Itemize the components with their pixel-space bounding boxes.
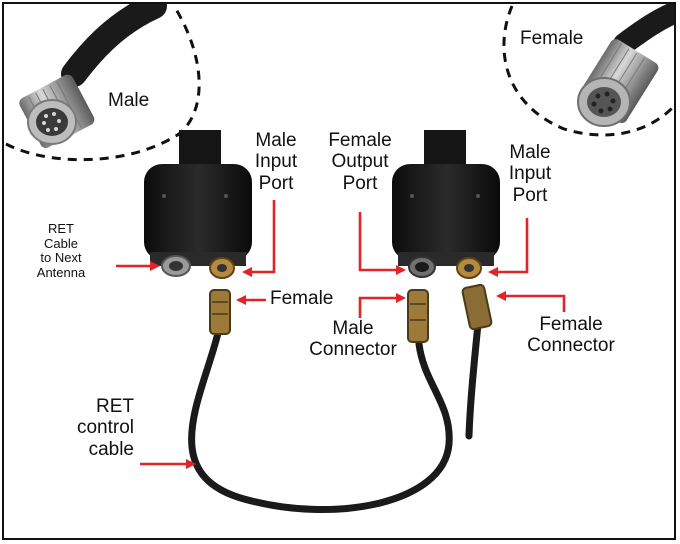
label-line: Male	[509, 142, 551, 163]
right-ret-unit	[392, 130, 500, 279]
female-inset-dashed-outline	[502, 5, 674, 137]
label-line: Female	[539, 314, 603, 335]
label-line: RET	[96, 396, 134, 417]
arrow-male-connector	[358, 293, 406, 318]
label-line: Input	[508, 163, 552, 185]
label-line: Female	[328, 130, 392, 151]
arrow-female-connector	[496, 291, 566, 312]
male-inset-dashed-outline	[5, 5, 201, 162]
red-arrows	[116, 200, 566, 469]
left-ret-unit	[144, 130, 252, 279]
arrow-left-male-input	[242, 200, 276, 277]
label-line: RET	[48, 221, 74, 236]
label-line: Connector	[527, 335, 615, 357]
next-cable	[461, 283, 493, 440]
right-male-input-port-label: Male Input Port	[500, 142, 560, 206]
female-connector-photo	[577, 4, 674, 127]
label-line: Cable	[44, 235, 78, 251]
label-line: Antenna	[36, 264, 86, 280]
female-inset-label: Female	[520, 28, 584, 49]
label-line: Output	[331, 151, 389, 173]
diagram-artwork	[5, 4, 674, 514]
female-output-port-label: Female Output Port	[320, 130, 400, 194]
male-connector-label: Male Connector	[298, 318, 408, 361]
arrow-female-output	[358, 212, 406, 275]
label-line: cable	[88, 438, 134, 460]
arrow-right-male-input	[488, 218, 529, 277]
label-line: Male	[332, 318, 374, 339]
label-line: Connector	[309, 339, 397, 361]
label-line: to Next	[40, 250, 82, 266]
label-line: control	[76, 417, 134, 439]
label-line: Port	[342, 172, 378, 194]
ret-control-cable	[188, 289, 453, 514]
label-line: Port	[512, 184, 548, 206]
ret-control-cable-label: RET control cable	[58, 396, 134, 460]
left-male-input-port-label: Male Input Port	[246, 130, 306, 194]
label-line: Port	[258, 172, 294, 194]
cable-female-label: Female	[270, 288, 334, 309]
ret-cable-next-antenna-label: RET Cable to Next Antenna	[18, 221, 104, 280]
male-inset-label: Male	[108, 90, 150, 111]
label-line: Male	[255, 130, 297, 151]
male-connector-photo	[19, 4, 167, 148]
label-line: Input	[254, 151, 298, 173]
female-connector-label: Female Connector	[516, 314, 626, 357]
